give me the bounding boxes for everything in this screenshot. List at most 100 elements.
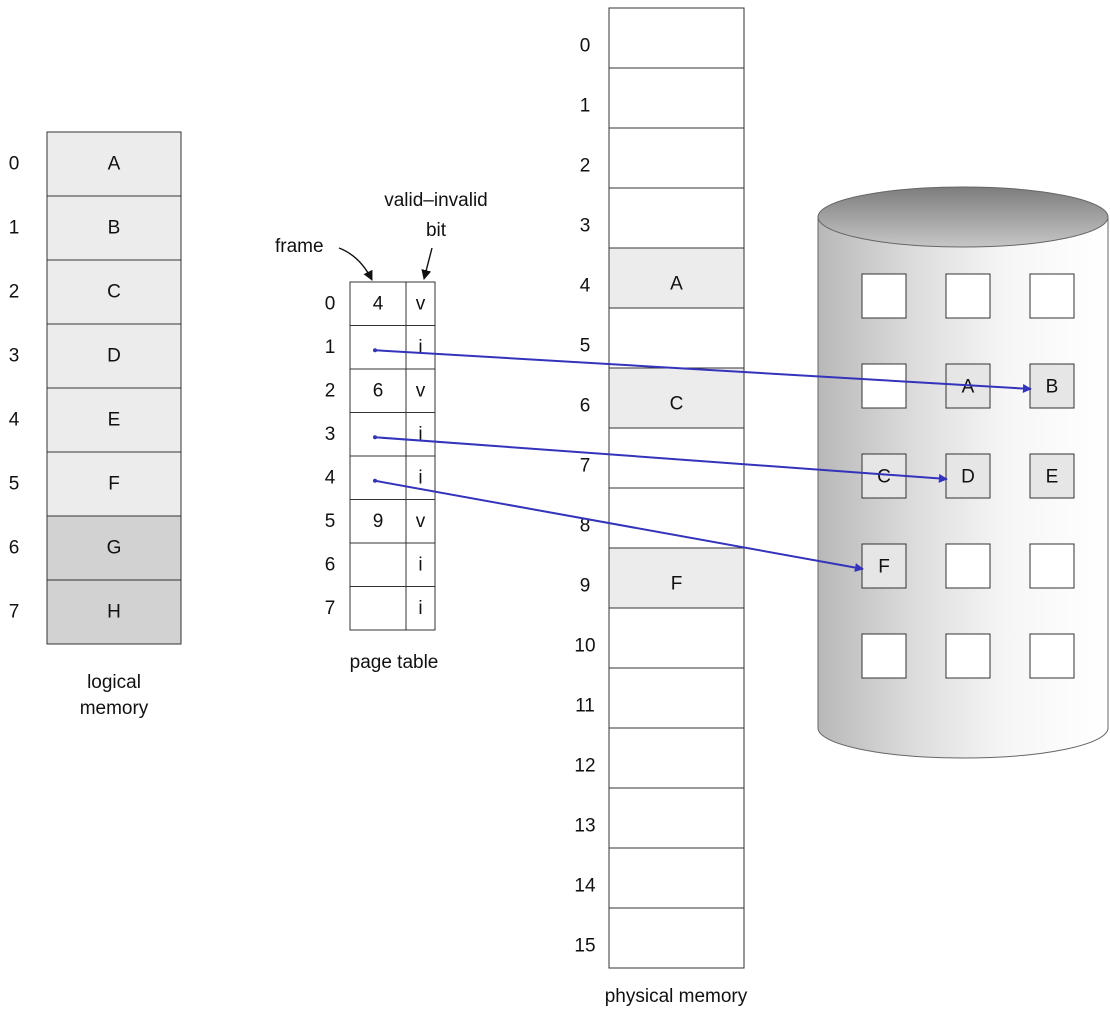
physical-frame-index: 3 — [580, 216, 591, 237]
page-table-index: 6 — [325, 554, 336, 575]
page-table-valid-bit: i — [418, 598, 422, 619]
physical-frame-index: 13 — [574, 816, 595, 837]
disk-block — [945, 273, 991, 319]
disk-block — [945, 543, 991, 589]
disk-block — [861, 543, 907, 589]
logical-page-content: H — [107, 602, 121, 623]
logical-page-content: E — [108, 410, 121, 431]
physical-frame-cell — [608, 127, 745, 189]
swap-arrows — [373, 348, 1032, 572]
swap-arrow — [374, 349, 1032, 394]
logical-page-index: 0 — [9, 154, 20, 175]
physical-frame-cell — [608, 307, 745, 369]
physical-frame-cell — [608, 367, 745, 429]
page-table-frame-number: 9 — [373, 511, 384, 532]
physical-frame-index: 10 — [574, 636, 595, 657]
physical-frame-cell — [608, 787, 745, 849]
logical-page-content: G — [107, 538, 122, 559]
physical-frame-index: 14 — [574, 876, 596, 897]
page-table-valid-bit: v — [416, 511, 426, 532]
disk-block-label: D — [961, 467, 975, 488]
logical-page-content: C — [107, 282, 121, 303]
physical-frame-cell — [608, 727, 745, 789]
physical-frame-content: A — [670, 274, 683, 295]
disk-block — [1029, 633, 1075, 679]
page-table-index: 2 — [325, 380, 336, 401]
logical-page-cell — [46, 451, 182, 517]
bit-label: bit — [426, 220, 447, 241]
logical-page-index: 1 — [9, 218, 20, 239]
page-table-valid-bit: i — [418, 337, 422, 358]
page-table-index: 5 — [325, 511, 336, 532]
physical-frame-content: F — [671, 574, 683, 595]
bit-pointer-arrow — [421, 247, 433, 280]
physical-frame-index: 8 — [580, 516, 591, 537]
page-table: 0 4 v 1 i 2 6 v 3 i 4 i 5 9 v 6 i 7 i — [325, 281, 436, 631]
physical-frame-cell — [608, 487, 745, 549]
physical-frame-index: 12 — [574, 756, 595, 777]
physical-frame-cell — [608, 247, 745, 309]
physical-frame-cell — [608, 427, 745, 489]
disk-block-label: B — [1046, 377, 1059, 398]
disk-block — [861, 273, 907, 319]
disk-top — [817, 186, 1109, 248]
physical-frame-cell — [608, 847, 745, 909]
disk-block — [1029, 543, 1075, 589]
disk-block — [1029, 453, 1075, 499]
logical-page-index: 3 — [9, 346, 20, 367]
page-table-index: 7 — [325, 598, 336, 619]
logical-page-content: A — [108, 154, 121, 175]
page-table-valid-bit: v — [416, 380, 426, 401]
physical-frame-cell — [608, 7, 745, 69]
page-table-index: 4 — [325, 467, 336, 488]
page-table-index: 3 — [325, 424, 336, 445]
physical-frame-index: 4 — [580, 276, 591, 297]
physical-frame-cell — [608, 67, 745, 129]
logical-page-content: F — [108, 474, 120, 495]
physical-frame-cell — [608, 907, 745, 969]
page-table-index: 1 — [325, 337, 336, 358]
swap-arrow — [374, 436, 948, 483]
physical-frame-cell — [608, 187, 745, 249]
logical-page-index: 6 — [9, 538, 20, 559]
logical-page-index: 4 — [9, 410, 20, 431]
physical-memory-caption: physical memory — [605, 986, 748, 1007]
disk-block — [861, 363, 907, 409]
swap-arrow — [374, 479, 864, 572]
physical-frame-index: 2 — [580, 156, 591, 177]
logical-page-index: 7 — [9, 602, 20, 623]
page-table-frame-number: 4 — [373, 293, 384, 314]
physical-frame-index: 1 — [580, 96, 591, 117]
page-table-valid-bit: i — [418, 467, 422, 488]
disk-block — [945, 633, 991, 679]
physical-frame-index: 15 — [574, 936, 595, 957]
logical-page-index: 5 — [9, 474, 20, 495]
physical-frame-index: 5 — [580, 336, 591, 357]
page-table-frame-number: 6 — [373, 380, 384, 401]
physical-frame-index: 7 — [580, 456, 591, 477]
physical-frame-cell — [608, 607, 745, 669]
page-table-valid-bit: i — [418, 424, 422, 445]
page-table-valid-bit: i — [418, 554, 422, 575]
logical-page-cell — [46, 387, 182, 453]
physical-frame-cell — [608, 547, 745, 609]
disk-block — [1029, 273, 1075, 319]
disk-block — [945, 453, 991, 499]
physical-frame-cell — [608, 667, 745, 729]
page-table-valid-bit: v — [416, 293, 426, 314]
page-table-index: 0 — [325, 293, 336, 314]
disk-block-label: E — [1046, 467, 1059, 488]
frame-label: frame — [275, 236, 324, 257]
physical-frame-content: C — [670, 394, 684, 415]
physical-frame-index: 6 — [580, 396, 591, 417]
logical-memory-caption-line1: logical — [87, 672, 141, 693]
frame-pointer-arrow — [338, 247, 373, 281]
disk-block-label: F — [878, 557, 890, 578]
physical-frame-index: 11 — [575, 696, 595, 717]
logical-page-cell — [46, 131, 182, 197]
page-table-caption: page table — [350, 652, 439, 673]
